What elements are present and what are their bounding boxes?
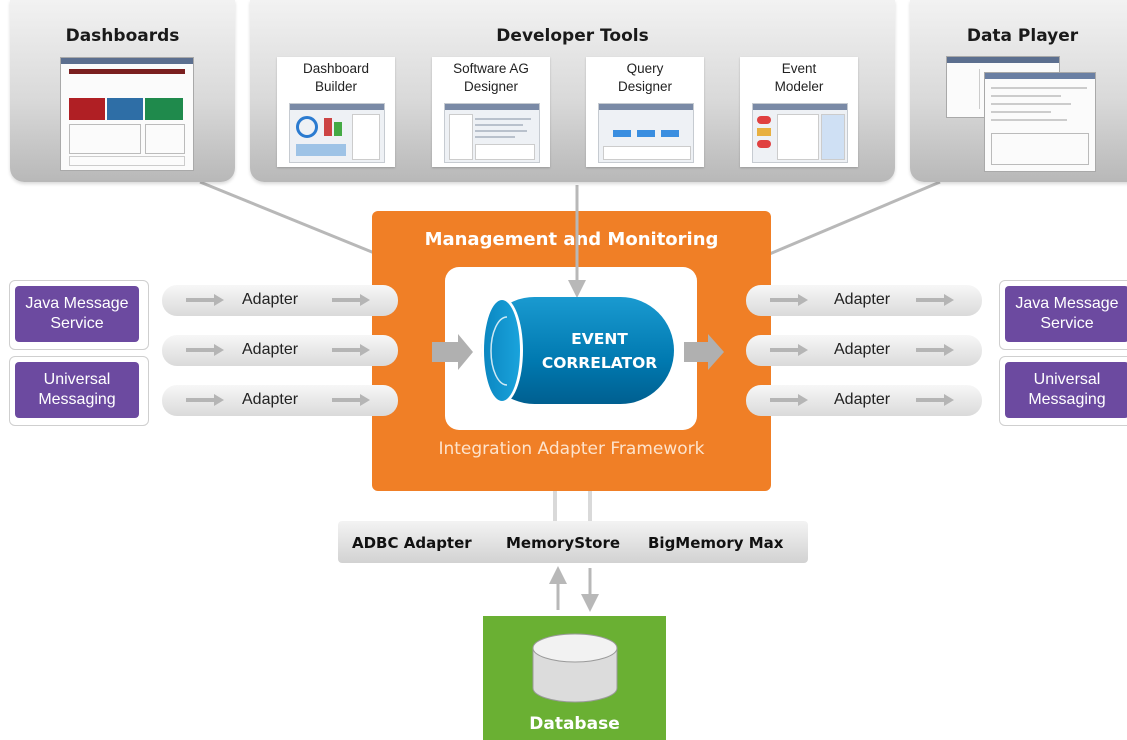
data-player-screenshot-front: [984, 72, 1096, 172]
software-ag-designer-thumbnail: [444, 103, 540, 163]
integration-adapter-framework-label: Integration Adapter Framework: [438, 439, 705, 459]
tool-event-modeler: Event Modeler: [740, 57, 858, 167]
msg-line2: Messaging: [38, 391, 116, 408]
adapter-label: Adapter: [834, 291, 891, 308]
adapter-label: Adapter: [834, 341, 891, 358]
dashboards-screenshot: [60, 57, 194, 171]
event-correlator: EVENT CORRELATOR: [481, 297, 674, 404]
data-player-title: Data Player: [966, 26, 1079, 46]
adapter-label: Adapter: [242, 341, 299, 358]
dashboard-builder-thumbnail: [289, 103, 385, 163]
cycle-icon: [490, 316, 508, 386]
tool-query-designer: Query Designer: [586, 57, 704, 167]
left-adapter-2: Adapter: [162, 335, 398, 366]
msg-line1: Java Message: [1015, 295, 1119, 312]
correlator-line1: EVENT: [571, 330, 628, 348]
left-universal-messaging: Universal Messaging: [15, 362, 139, 418]
data-player-panel: Data Player: [910, 0, 1127, 182]
outbound-arrow: [684, 334, 724, 370]
database-label: Database: [529, 714, 620, 734]
tool-label: Dashboard Builder: [302, 61, 370, 94]
management-monitoring-title: Management and Monitoring: [424, 229, 719, 250]
tool-label: Query Designer: [617, 61, 673, 94]
msg-line2: Service: [50, 315, 104, 332]
left-adapter-1: Adapter: [162, 285, 398, 316]
adapter-label: Adapter: [242, 291, 299, 308]
dashboards-title: Dashboards: [65, 26, 180, 46]
right-universal-messaging: Universal Messaging: [1005, 362, 1127, 418]
right-adapter-3: Adapter: [746, 385, 982, 416]
database-icon: [532, 633, 618, 703]
correlator-line2: CORRELATOR: [541, 354, 658, 372]
left-adapter-3: Adapter: [162, 385, 398, 416]
developer-tools-title: Developer Tools: [496, 26, 649, 46]
query-designer-thumbnail: [598, 103, 694, 163]
msg-line2: Service: [1040, 315, 1094, 332]
tool-label: Event Modeler: [774, 61, 824, 94]
inbound-arrow: [432, 334, 473, 370]
event-modeler-thumbnail: [752, 103, 848, 163]
adbc-adapter-label: ADBC Adapter: [352, 534, 472, 552]
right-adapter-2: Adapter: [746, 335, 982, 366]
msg-line1: Universal: [43, 371, 111, 388]
left-java-message-service: Java Message Service: [15, 286, 139, 342]
tool-dashboard-builder: Dashboard Builder: [277, 57, 395, 167]
memorystore-label: MemoryStore: [506, 534, 621, 552]
msg-line2: Messaging: [1028, 391, 1106, 408]
msg-line1: Java Message: [25, 295, 129, 312]
correlator-cap: [481, 297, 523, 404]
adapter-label: Adapter: [834, 391, 891, 408]
tool-label: Software AG Designer: [453, 61, 529, 94]
right-java-message-service: Java Message Service: [1005, 286, 1127, 342]
msg-line1: Universal: [1033, 371, 1101, 388]
storage-layer: ADBC Adapter MemoryStore BigMemory Max: [338, 521, 808, 563]
right-adapter-1: Adapter: [746, 285, 982, 316]
tool-software-ag-designer: Software AG Designer: [432, 57, 550, 167]
bigmemory-max-label: BigMemory Max: [648, 534, 784, 552]
developer-tools-panel: Developer Tools Dashboard Builder Softwa…: [250, 0, 895, 182]
dashboards-panel: Dashboards: [10, 0, 235, 182]
adapter-label: Adapter: [242, 391, 299, 408]
database-box: Database: [483, 616, 666, 740]
